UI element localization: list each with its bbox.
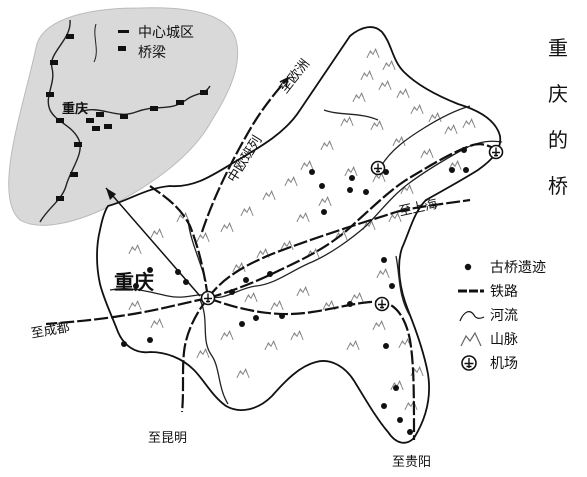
legend-item: 河流 (456, 304, 518, 326)
legend-item: 机场 (456, 352, 518, 374)
airport-icon (461, 355, 477, 371)
inset-legend-district: 中心城区 (138, 25, 194, 41)
title-char: 庆 (548, 82, 568, 106)
title-char: 桥 (548, 174, 568, 198)
main-city-label: 重庆 (114, 270, 154, 294)
legend-item: 古桥遗迹 (456, 256, 546, 278)
legend-label: 古桥遗迹 (490, 260, 546, 276)
chongqing-outline (96, 26, 502, 444)
title-char: 的 (548, 128, 568, 152)
inset-legend-bridge: 桥梁 (138, 45, 166, 61)
route-to-guiyang-label: 至贵阳 (392, 455, 432, 470)
bridge-marker-icon (118, 46, 126, 51)
inset-city-label: 重庆 (62, 102, 89, 117)
legend-item: 山脉 (456, 328, 518, 350)
ancient-bridge-sites (121, 147, 469, 435)
mountain-icon (460, 331, 482, 347)
route-to-kunming-label: 至昆明 (148, 431, 188, 446)
legend-item: 铁路 (456, 280, 518, 302)
river-icon (459, 311, 485, 322)
railway-to-shanghai (395, 198, 471, 214)
inset-pointer-arrow (105, 187, 201, 297)
legend-label: 铁路 (490, 284, 518, 300)
legend-label: 河流 (490, 308, 518, 324)
title-char: 重 (548, 36, 568, 60)
map-title: 重 庆 的 桥 (546, 38, 570, 222)
railway-icon (458, 289, 484, 293)
district-marker-icon (118, 30, 129, 33)
inset-map (8, 7, 239, 226)
legend-label: 山脉 (490, 332, 518, 348)
railway-to-europe (200, 77, 289, 233)
dot-icon (464, 263, 472, 271)
legend-label: 机场 (490, 356, 518, 372)
